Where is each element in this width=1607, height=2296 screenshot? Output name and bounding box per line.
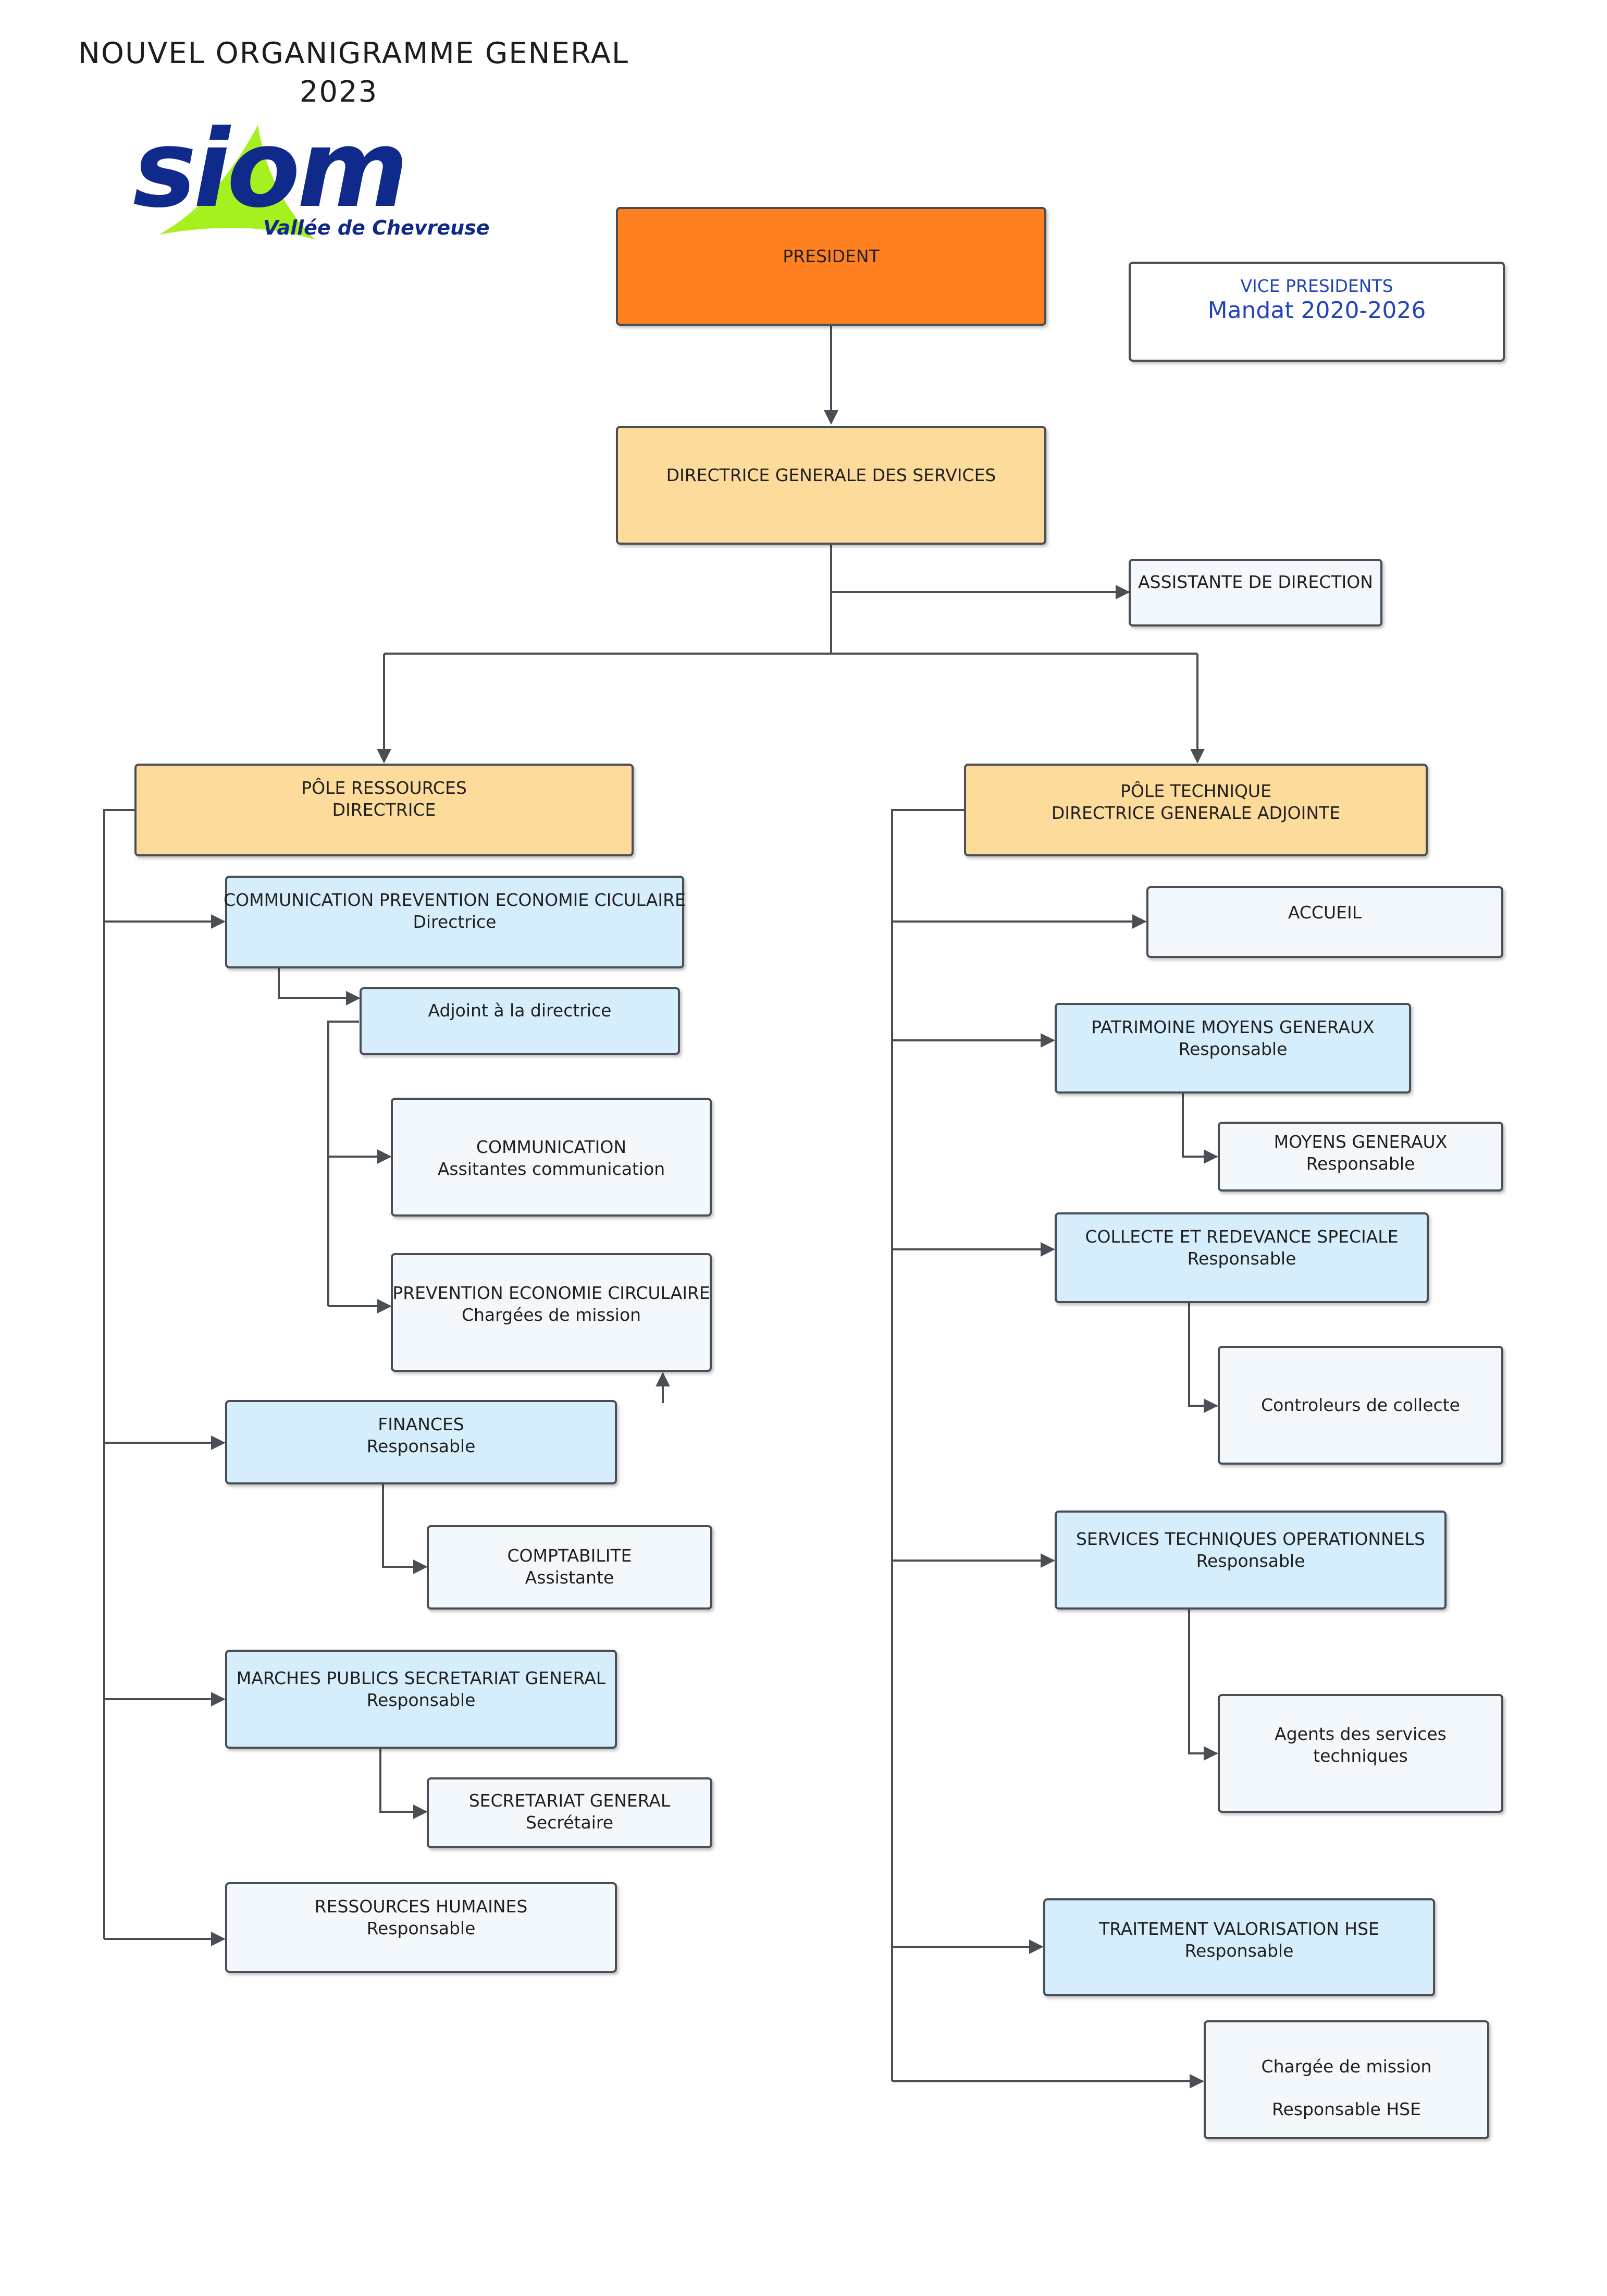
agents-label-2: techniques [1313, 1746, 1408, 1766]
chargee-hse-label: Chargée de mission [1261, 2056, 1432, 2077]
patrimoine-label: PATRIMOINE MOYENS GENERAUX [1091, 1017, 1375, 1037]
connector-to-secretariat [379, 1749, 428, 1819]
box-marches-publics: MARCHES PUBLICS SECRETARIAT GENERAL Resp… [225, 1650, 617, 1749]
box-traitement: TRAITEMENT VALORISATION HSE Responsable [1043, 1898, 1435, 1996]
box-agents: Agents des services techniques [1218, 1694, 1503, 1813]
box-adjoint: Adjoint à la directrice [360, 987, 680, 1055]
president-label: PRESIDENT [783, 246, 880, 266]
logo-subtitle: Vallée de Chevreuse [263, 216, 490, 239]
pole-technique-label: PÔLE TECHNIQUE [1120, 781, 1271, 801]
title-line-2: 2023 [299, 75, 378, 109]
moyens-role: Responsable [1306, 1153, 1415, 1174]
box-secretariat-general: SECRETARIAT GENERAL Secrétaire [427, 1777, 712, 1848]
secretariat-role: Secrétaire [525, 1812, 613, 1833]
accueil-label: ACCUEIL [1288, 902, 1362, 923]
prevention-role: Chargées de mission [461, 1305, 641, 1325]
adjoint-label: Adjoint à la directrice [428, 1000, 612, 1021]
connector-adjoint-spine [327, 1021, 359, 1306]
secretariat-label: SECRETARIAT GENERAL [468, 1790, 671, 1811]
comptabilite-role: Assistante [525, 1567, 614, 1588]
controleurs-label: Controleurs de collecte [1261, 1395, 1460, 1415]
finances-label: FINANCES [378, 1414, 464, 1434]
dgs-label: DIRECTRICE GENERALE DES SERVICES [666, 465, 996, 485]
box-services-techniques: SERVICES TECHNIQUES OPERATIONNELS Respon… [1055, 1511, 1447, 1610]
box-communication: COMMUNICATION Assitantes communication [391, 1098, 712, 1217]
box-assistante-direction: ASSISTANTE DE DIRECTION [1129, 559, 1382, 627]
assistante-label: ASSISTANTE DE DIRECTION [1138, 572, 1373, 592]
comptabilite-label: COMPTABILITE [507, 1545, 632, 1566]
traitement-label: TRAITEMENT VALORISATION HSE [1099, 1919, 1379, 1939]
box-ressources-humaines: RESSOURCES HUMAINES Responsable [225, 1882, 617, 1973]
box-moyens-generaux: MOYENS GENERAUX Responsable [1218, 1122, 1503, 1192]
communication-label: COMMUNICATION [476, 1137, 627, 1157]
vice-presidents-mandate: Mandat 2020-2026 [1207, 297, 1426, 324]
logo-wordmark: siom [133, 107, 409, 231]
pole-ressources-label: PÔLE RESSOURCES [301, 778, 467, 798]
connector-to-adjoint [278, 968, 361, 1005]
box-comptabilite: COMPTABILITE Assistante [427, 1525, 712, 1610]
box-collecte: COLLECTE ET REDEVANCE SPECIALE Responsab… [1055, 1212, 1429, 1303]
services-tech-label: SERVICES TECHNIQUES OPERATIONNELS [1076, 1529, 1425, 1549]
siom-logo: siom Vallée de Chevreuse [128, 109, 490, 255]
box-dgs: DIRECTRICE GENERALE DES SERVICES [616, 426, 1046, 545]
pole-technique-role: DIRECTRICE GENERALE ADJOINTE [1051, 803, 1341, 823]
box-controleurs: Controleurs de collecte [1218, 1346, 1503, 1465]
page-title: NOUVEL ORGANIGRAMME GENERAL 2023 [78, 34, 629, 112]
patrimoine-role: Responsable [1178, 1039, 1288, 1059]
box-accueil: ACCUEIL [1146, 886, 1503, 958]
box-finances: FINANCES Responsable [225, 1400, 617, 1484]
connector-technique-spine [891, 809, 964, 2081]
collecte-role: Responsable [1187, 1248, 1296, 1269]
chargee-hse-role: Responsable HSE [1272, 2099, 1421, 2119]
connector-dgs-assistante [830, 545, 1130, 599]
agents-label: Agents des services [1275, 1724, 1447, 1744]
connector-to-moyens [1182, 1094, 1218, 1164]
communication-prevention-role: Directrice [413, 912, 497, 932]
logo-swoosh-icon [159, 125, 315, 240]
vice-presidents-label: VICE PRESIDENTS [1240, 276, 1393, 296]
traitement-role: Responsable [1184, 1941, 1294, 1961]
services-tech-role: Responsable [1196, 1551, 1305, 1571]
prevention-label: PREVENTION ECONOMIE CIRCULAIRE [392, 1283, 710, 1303]
finances-role: Responsable [366, 1436, 476, 1456]
box-prevention: PREVENTION ECONOMIE CIRCULAIRE Chargées … [391, 1253, 712, 1372]
box-vice-presidents: VICE PRESIDENTS Mandat 2020-2026 [1129, 262, 1505, 362]
connector-ressources-spine [103, 809, 134, 1939]
marches-role: Responsable [366, 1690, 476, 1710]
rh-label: RESSOURCES HUMAINES [314, 1896, 528, 1917]
box-chargee-mission-hse: Chargée de mission Responsable HSE [1204, 2020, 1489, 2139]
communication-prevention-label: COMMUNICATION PREVENTION ECONOMIE CICULA… [224, 890, 686, 910]
box-communication-prevention: COMMUNICATION PREVENTION ECONOMIE CICULA… [224, 876, 686, 968]
rh-role: Responsable [366, 1918, 476, 1938]
box-pole-ressources: PÔLE RESSOURCES DIRECTRICE [134, 764, 634, 856]
connector-to-agents [1188, 1610, 1218, 1761]
communication-role: Assitantes communication [437, 1159, 665, 1179]
collecte-label: COLLECTE ET REDEVANCE SPECIALE [1085, 1226, 1399, 1247]
box-pole-technique: PÔLE TECHNIQUE DIRECTRICE GENERALE ADJOI… [964, 764, 1428, 856]
moyens-label: MOYENS GENERAUX [1274, 1132, 1448, 1152]
connector-to-comptabilite [382, 1484, 428, 1574]
connector-to-controleurs [1188, 1303, 1218, 1413]
box-patrimoine: PATRIMOINE MOYENS GENERAUX Responsable [1055, 1003, 1411, 1094]
title-line-1: NOUVEL ORGANIGRAMME GENERAL [78, 36, 629, 70]
pole-ressources-role: DIRECTRICE [332, 800, 436, 820]
box-president: PRESIDENT [616, 207, 1046, 326]
marches-label: MARCHES PUBLICS SECRETARIAT GENERAL [236, 1668, 606, 1688]
